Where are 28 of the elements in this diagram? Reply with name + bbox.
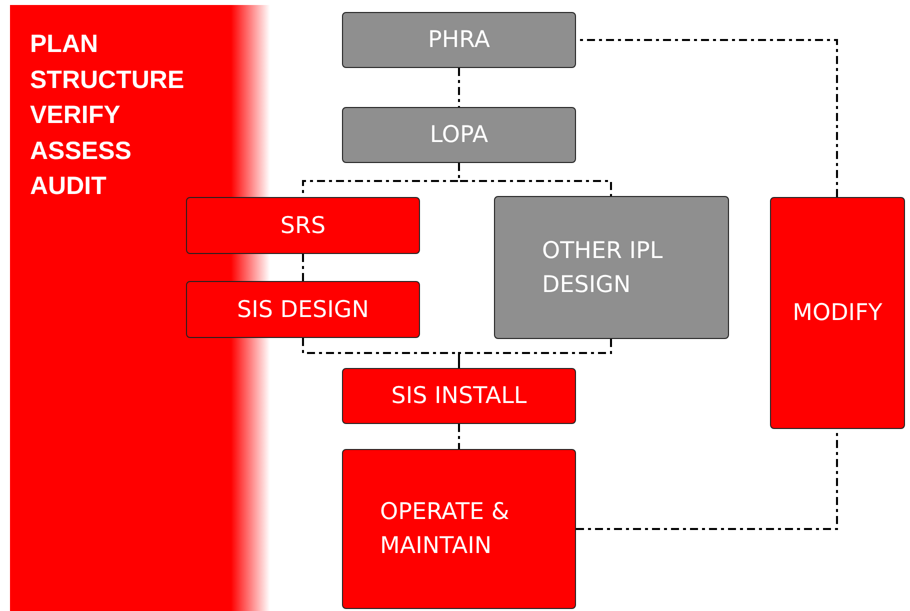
node-label: OTHER IPL DESIGN: [542, 236, 664, 300]
side-band: [10, 5, 270, 611]
node-label: MODIFY: [792, 300, 882, 326]
node-label: ASSESS: [30, 136, 132, 166]
process-box: [186, 197, 420, 254]
process-box: [770, 197, 905, 429]
process-box: [186, 281, 420, 338]
node-label: OPERATE & MAINTAIN: [380, 498, 510, 561]
node-label: VERIFY: [30, 100, 122, 131]
node-label: PHRA: [428, 27, 490, 53]
connector-line: [458, 339, 612, 368]
node-label: AUDIT: [30, 171, 108, 202]
process-box: [342, 368, 576, 424]
connector-line: [458, 424, 460, 449]
process-box: [342, 107, 576, 163]
node-label: PLAN: [30, 29, 100, 60]
node-label: SIS DESIGN: [237, 296, 369, 322]
connector-line: [458, 68, 460, 107]
node-label: SIS INSTALL: [391, 383, 527, 409]
process-box: [494, 196, 729, 339]
connector-line: [302, 254, 304, 281]
node-label: LOPA: [430, 122, 488, 148]
process-box: [342, 449, 576, 609]
process-box: [342, 12, 576, 68]
node-label: SRS: [280, 212, 326, 238]
connector-line: [458, 163, 612, 196]
connector-line: [302, 338, 460, 368]
node-label: STRUCTURE: [30, 64, 186, 96]
